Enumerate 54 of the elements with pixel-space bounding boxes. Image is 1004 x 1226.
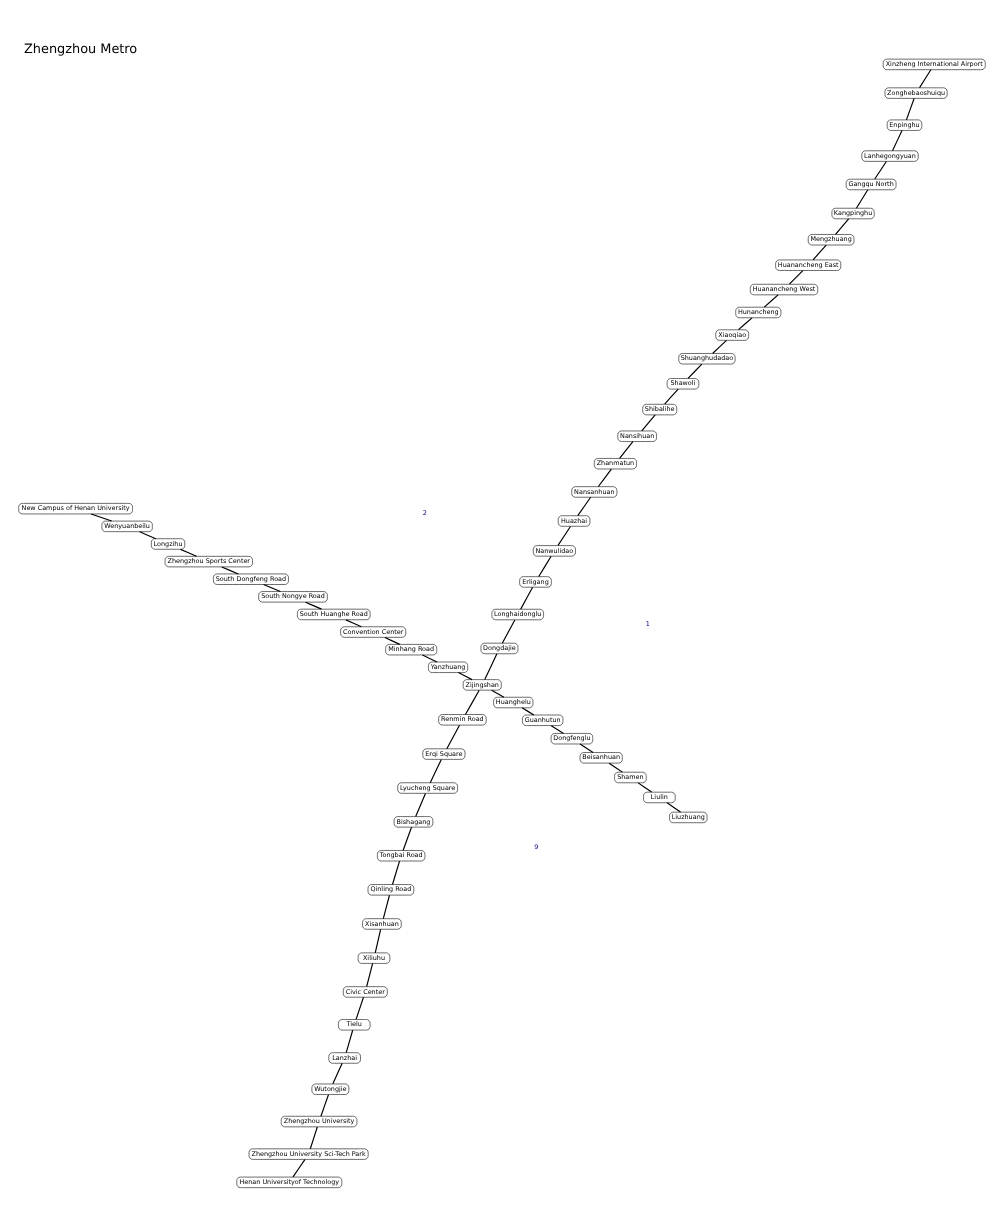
connector	[538, 554, 552, 577]
connector	[557, 524, 572, 545]
connector	[608, 761, 623, 772]
connector	[641, 413, 656, 431]
connector	[446, 723, 461, 749]
connector	[345, 1028, 354, 1053]
connector	[501, 618, 516, 643]
connector	[320, 1093, 330, 1116]
connector	[874, 159, 887, 179]
connector	[391, 859, 401, 885]
connector	[384, 635, 401, 644]
connector	[345, 618, 362, 627]
connector	[309, 1125, 318, 1149]
connector	[263, 582, 281, 592]
connector	[664, 387, 679, 404]
connector	[712, 338, 728, 353]
connector	[763, 293, 779, 307]
connector	[332, 1061, 343, 1084]
connector	[637, 781, 653, 792]
connector	[415, 791, 426, 817]
connector	[919, 68, 932, 88]
connector	[788, 269, 804, 284]
connector	[737, 316, 753, 330]
connector	[905, 96, 915, 120]
connector	[521, 706, 535, 715]
connector	[550, 724, 565, 733]
connector	[520, 585, 534, 609]
connector	[457, 670, 473, 680]
connector	[292, 1157, 306, 1177]
connector	[484, 652, 498, 680]
connector	[577, 495, 592, 516]
connector	[374, 927, 382, 953]
connector	[179, 547, 198, 556]
connector	[579, 742, 594, 753]
connector	[402, 825, 413, 851]
connector	[382, 893, 391, 919]
connector	[429, 757, 442, 783]
connector	[464, 688, 480, 715]
connector	[90, 512, 113, 521]
connector	[891, 128, 903, 151]
connector	[221, 565, 239, 574]
connector	[619, 440, 634, 458]
connector	[139, 530, 157, 539]
connector	[421, 653, 438, 662]
connector	[366, 961, 374, 987]
connector	[490, 688, 505, 697]
connector	[666, 801, 682, 812]
connector	[834, 217, 850, 235]
connector	[597, 467, 612, 487]
connector	[687, 362, 703, 379]
connector	[855, 188, 869, 208]
connector	[355, 995, 365, 1019]
connector	[304, 600, 323, 609]
connector	[812, 243, 827, 260]
